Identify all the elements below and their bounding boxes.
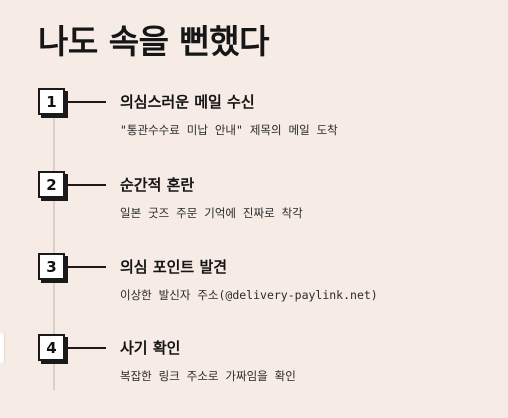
timeline-step: 3 의심 포인트 발견 이상한 발신자 주소(@delivery-paylink…	[0, 253, 508, 323]
step-connector-line	[68, 266, 106, 268]
step-number-badge: 1	[38, 88, 65, 115]
step-description: "통관수수료 미납 안내" 제목의 메일 도착	[120, 123, 338, 137]
timeline-step: 2 순간적 혼란 일본 굿즈 주문 기억에 진짜로 착각	[0, 171, 508, 241]
step-title: 사기 확인	[120, 339, 181, 357]
timeline-step: 4 사기 확인 복잡한 링크 주소로 가짜임을 확인	[0, 334, 508, 404]
step-connector-line	[68, 101, 106, 103]
step-connector-line	[68, 184, 106, 186]
step-number-badge: 4	[38, 334, 65, 361]
step-number-badge: 3	[38, 253, 65, 280]
timeline-step: 1 의심스러운 메일 수신 "통관수수료 미납 안내" 제목의 메일 도착	[0, 88, 508, 158]
step-description: 이상한 발신자 주소(@delivery-paylink.net)	[120, 288, 378, 302]
step-title: 순간적 혼란	[120, 176, 195, 194]
step-number-badge: 2	[38, 171, 65, 198]
page-title: 나도 속을 뻔했다	[38, 22, 270, 61]
step-title: 의심스러운 메일 수신	[120, 93, 255, 111]
step-description: 일본 굿즈 주문 기억에 진짜로 착각	[120, 206, 303, 220]
edge-handle[interactable]	[0, 333, 5, 363]
step-description: 복잡한 링크 주소로 가짜임을 확인	[120, 369, 296, 383]
step-connector-line	[68, 347, 106, 349]
step-title: 의심 포인트 발견	[120, 258, 228, 276]
